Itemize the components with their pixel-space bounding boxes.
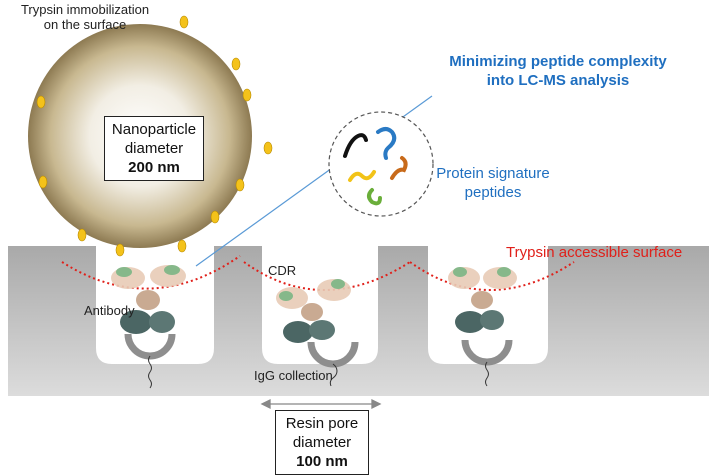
trypsin-drops — [36, 15, 273, 257]
antibody-2 — [276, 279, 351, 343]
antibody-1 — [111, 265, 186, 334]
linker-squiggles — [148, 355, 489, 389]
resin-pore-diameter-box: Resin pore diameter 100 nm — [275, 410, 369, 475]
antibody-3 — [448, 267, 517, 333]
pore-width-arrow — [260, 398, 382, 410]
minimizing-label: Minimizing peptide complexity into LC-MS… — [449, 53, 667, 89]
nanoparticle-diameter-box: Nanoparticle diameter 200 nm — [104, 116, 204, 181]
igg-collection-label: IgG collection — [254, 368, 333, 383]
trypsin-immobilization-label: Trypsin immobilization on the surface — [20, 2, 150, 32]
antibody-label: Antibody — [84, 303, 135, 318]
cdr-label: CDR — [268, 263, 297, 278]
protein-signature-label: Protein signature peptides — [436, 165, 550, 201]
trypsin-accessible-label: Trypsin accessible surface — [506, 244, 683, 261]
peptide-fragments — [343, 127, 408, 206]
resin-surface — [8, 246, 709, 396]
